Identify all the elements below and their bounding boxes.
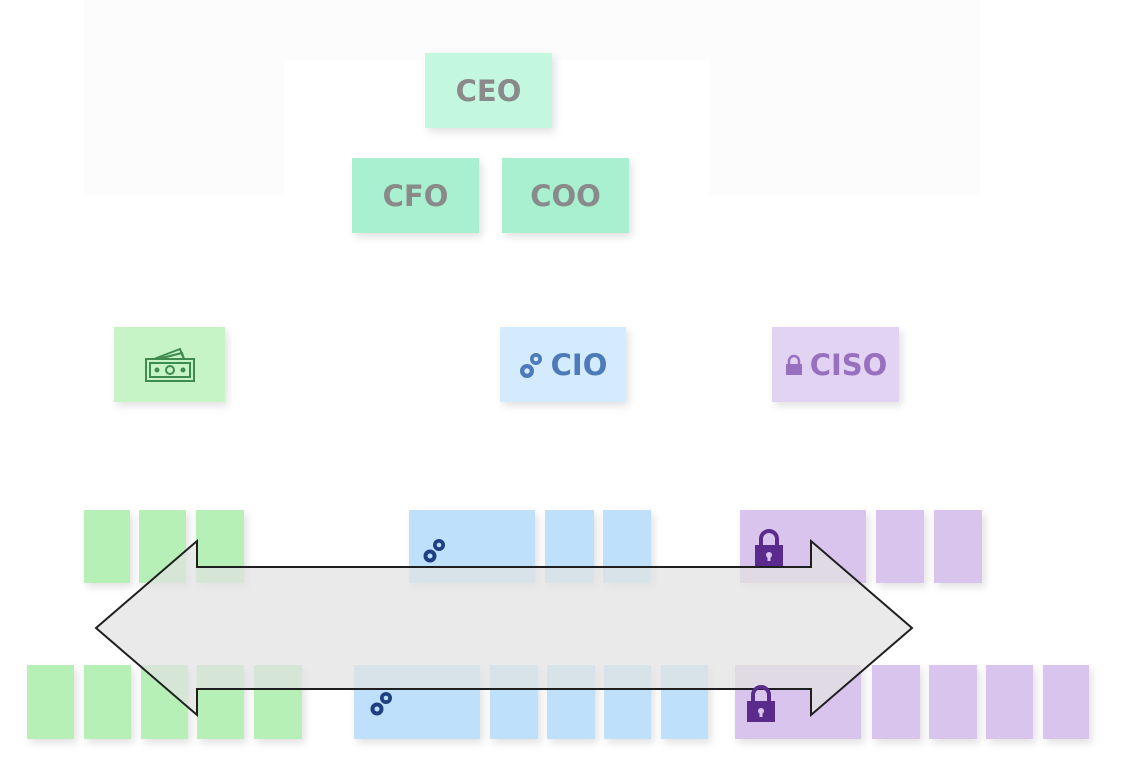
cfo-label: CFO (382, 178, 449, 213)
ciso-box: CISO (772, 327, 899, 402)
finance-team-box (84, 665, 131, 739)
cfo-box: CFO (352, 158, 479, 233)
cio-box: CIO (500, 327, 626, 402)
security-team-box (876, 510, 924, 583)
ceo-box: CEO (425, 53, 552, 128)
background-panel (710, 60, 980, 195)
gears-icon (519, 352, 542, 378)
security-team-box (986, 665, 1033, 739)
security-team-box (872, 665, 920, 739)
coo-label: COO (530, 178, 601, 213)
ciso-label: CISO (809, 347, 888, 382)
lock-icon (755, 529, 783, 566)
gears-icon (423, 539, 445, 563)
security-team-box (934, 510, 982, 583)
gears-icon (370, 692, 392, 716)
money-icon (144, 347, 195, 382)
finance-team-box (27, 665, 74, 739)
cio-label: CIO (550, 347, 608, 382)
finance-head-box (114, 327, 225, 402)
background-panel (84, 60, 284, 195)
background-panel (84, 0, 980, 60)
security-team-box (1043, 665, 1089, 739)
lock-icon (785, 354, 802, 375)
lock-icon (747, 685, 775, 722)
coo-box: COO (502, 158, 629, 233)
ceo-label: CEO (455, 73, 522, 108)
security-team-box (929, 665, 977, 739)
finance-team-box (84, 510, 130, 583)
